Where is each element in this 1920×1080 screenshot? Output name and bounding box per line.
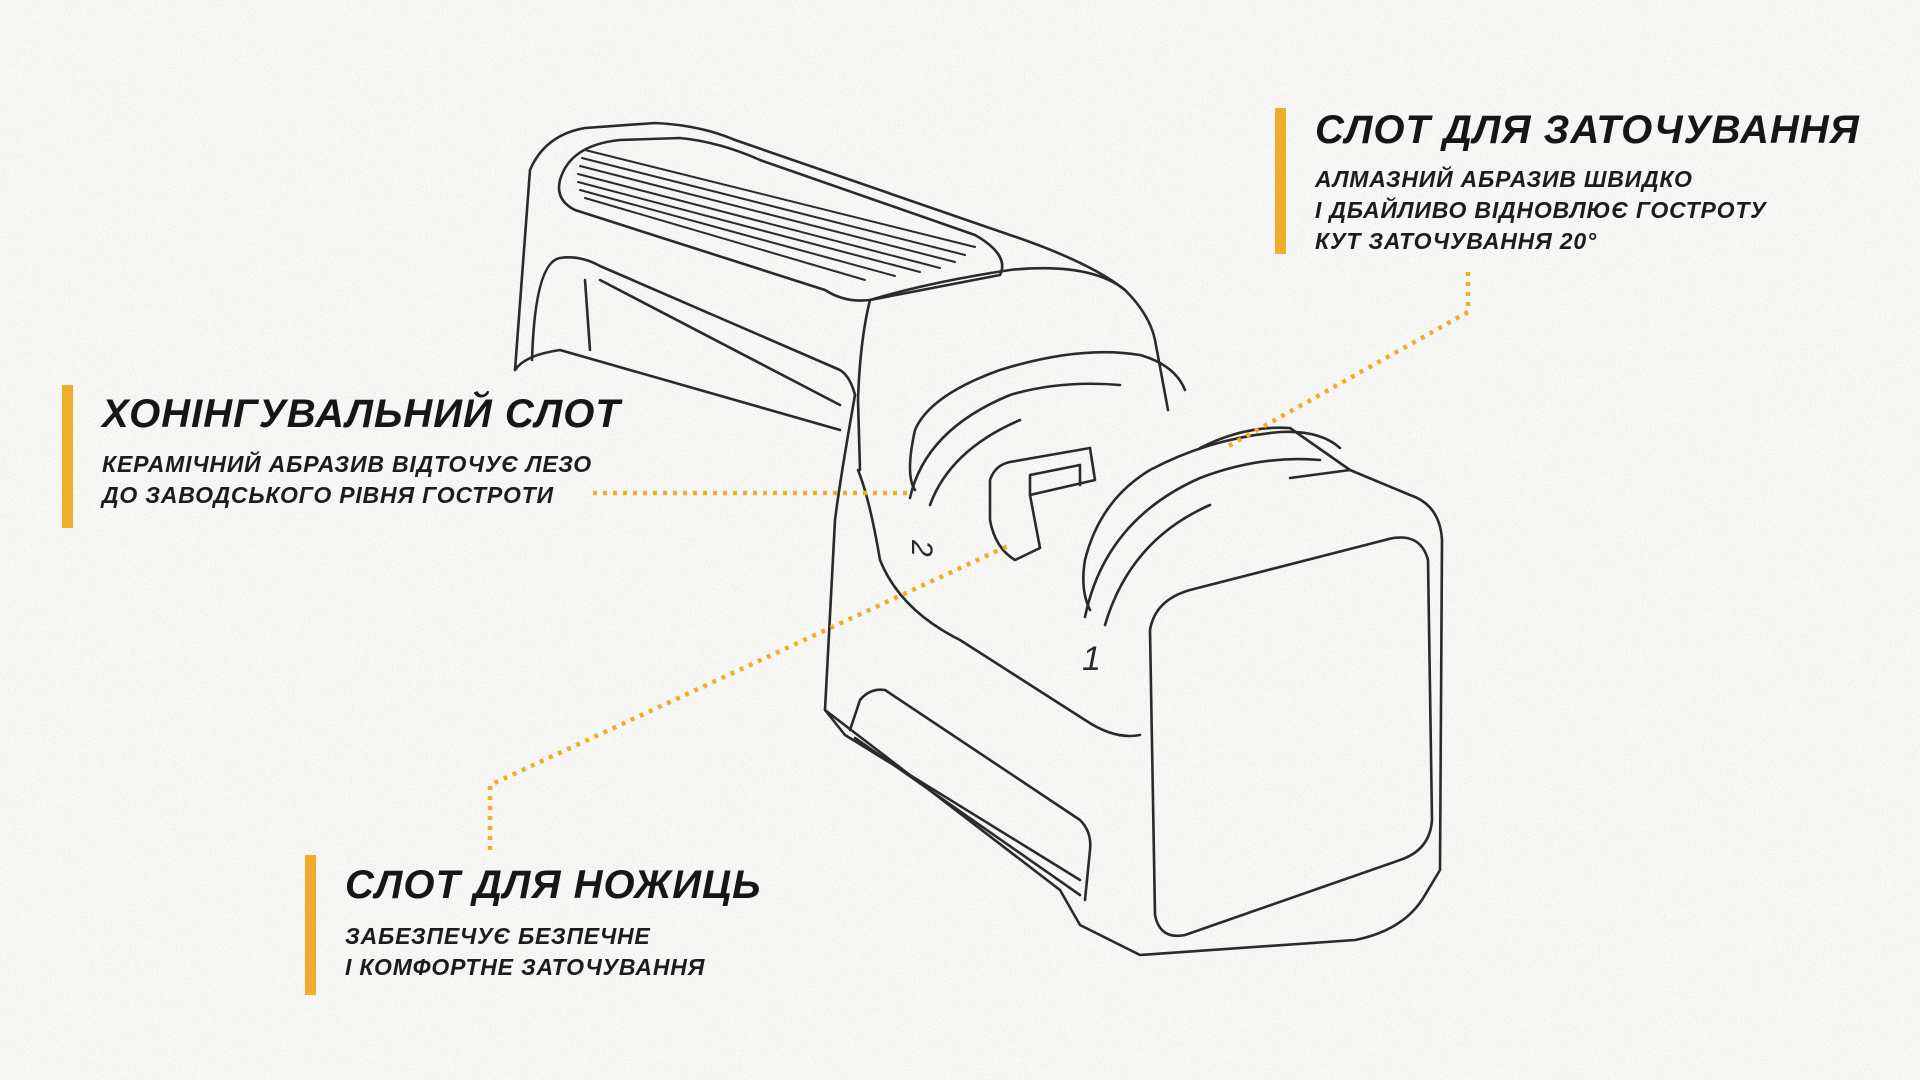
- honing-slot-wheel: [908, 350, 1187, 492]
- grip-ridges: [577, 149, 976, 281]
- callout-title: СЛОТ ДЛЯ ЗАТОЧУВАННЯ: [1315, 108, 1860, 152]
- sharpening-slot-top: [1198, 426, 1352, 472]
- handle-leg: [513, 348, 842, 432]
- callout-line: КЕРАМІЧНИЙ АБРАЗИВ ВІДТОЧУЄ ЛЕЗО: [102, 451, 592, 477]
- handle-inner-arch: [530, 256, 857, 397]
- callout-line: І КОМФОРТНЕ ЗАТОЧУВАННЯ: [345, 954, 706, 980]
- leader-scissors: [487, 542, 1011, 850]
- callout-line: КУТ ЗАТОЧУВАННЯ 20°: [1315, 228, 1597, 254]
- handle-outline: [513, 121, 1170, 412]
- leader-sharpening: [1223, 272, 1471, 450]
- callout-accent-bar: [305, 855, 316, 995]
- base-plinth: [823, 708, 1082, 882]
- callout-description: КЕРАМІЧНИЙ АБРАЗИВ ВІДТОЧУЄ ЛЕЗО ДО ЗАВО…: [102, 449, 592, 511]
- scissor-slot-recess: [848, 688, 1092, 902]
- honing-slot-guide: [908, 382, 1122, 507]
- callout-description: АЛМАЗНИЙ АБРАЗИВ ШВИДКО І ДБАЙЛИВО ВІДНО…: [1315, 164, 1767, 257]
- body-waist: [856, 468, 1142, 738]
- slot-number-1: 1: [1082, 640, 1101, 678]
- callout-line: ЗАБЕЗПЕЧУЄ БЕЗПЕЧНЕ: [345, 923, 651, 949]
- handle-grip-outline: [557, 136, 1004, 302]
- scissor-slot-insert: [988, 446, 1097, 562]
- sharpening-slot-guide: [1083, 457, 1322, 627]
- top-cover: [868, 266, 1127, 302]
- callout-accent-bar: [1275, 108, 1286, 254]
- callout-title: СЛОТ ДЛЯ НОЖИЦЬ: [345, 863, 762, 907]
- handle-leg-inner: [583, 278, 842, 407]
- leader-lines: [487, 272, 1471, 850]
- sharpener-drawing: [513, 121, 1444, 957]
- scissor-slot-blade: [1028, 463, 1082, 497]
- callout-title: ХОНІНГУВАЛЬНИЙ СЛОТ: [102, 392, 621, 436]
- callout-line: ДО ЗАВОДСЬКОГО РІВНЯ ГОСТРОТИ: [102, 482, 554, 508]
- body-rim: [856, 298, 872, 472]
- callout-line: АЛМАЗНИЙ АБРАЗИВ ШВИДКО: [1315, 166, 1693, 192]
- callout-accent-bar: [62, 385, 73, 528]
- callout-line: І ДБАЙЛИВО ВІДНОВЛЮЄ ГОСТРОТУ: [1315, 197, 1767, 223]
- callout-description: ЗАБЕЗПЕЧУЄ БЕЗПЕЧНЕ І КОМФОРТНЕ ЗАТОЧУВА…: [345, 921, 705, 983]
- body-outline: [823, 393, 1444, 957]
- front-panel: [1148, 536, 1434, 938]
- slot-number-2: 2: [905, 539, 938, 557]
